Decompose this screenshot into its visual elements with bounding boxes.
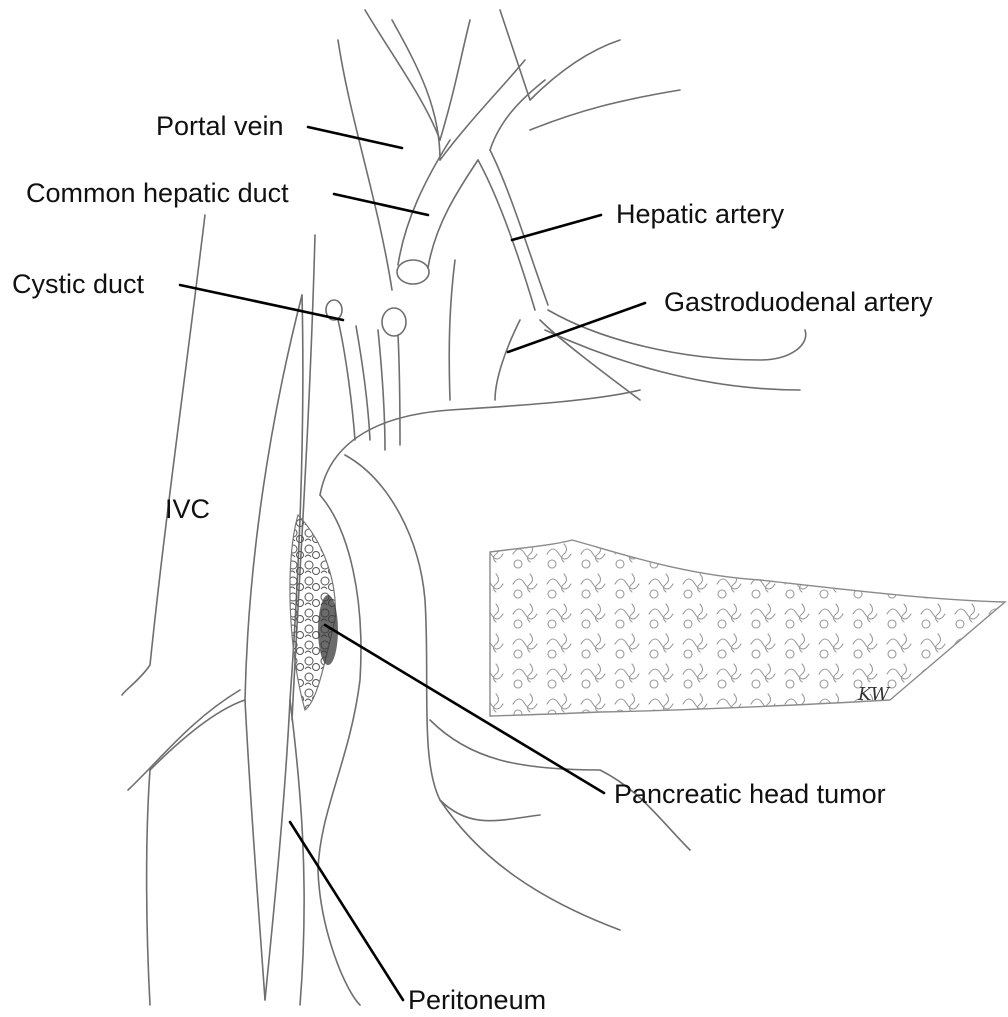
cystic-duct-leader bbox=[180, 285, 343, 320]
hepatic-artery-leader bbox=[512, 215, 601, 240]
peritoneum-leader bbox=[290, 822, 403, 1000]
portal-vein-label: Portal vein bbox=[156, 113, 284, 140]
cystic-duct-label: Cystic duct bbox=[12, 271, 144, 298]
pancreas-body bbox=[490, 540, 1005, 716]
hepatic-artery-label: Hepatic artery bbox=[616, 201, 784, 228]
gastroduodenal-artery-leader bbox=[508, 303, 645, 352]
pancreatic-head-tumor-label: Pancreatic head tumor bbox=[614, 781, 886, 808]
ivc-label: IVC bbox=[165, 496, 210, 523]
common-hepatic-duct-leader bbox=[334, 194, 428, 215]
common-hepatic-duct-label: Common hepatic duct bbox=[26, 180, 289, 207]
gastroduodenal-artery-label: Gastroduodenal artery bbox=[664, 289, 933, 316]
peritoneum-label: Peritoneum bbox=[408, 987, 546, 1014]
cystic-duct bbox=[338, 320, 355, 440]
common-hepatic-duct bbox=[398, 140, 450, 265]
artist-signature: KW bbox=[858, 684, 889, 705]
portal-vein-leader bbox=[308, 127, 402, 148]
portal-vein bbox=[338, 40, 392, 290]
gastroduodenal-artery bbox=[495, 320, 520, 400]
